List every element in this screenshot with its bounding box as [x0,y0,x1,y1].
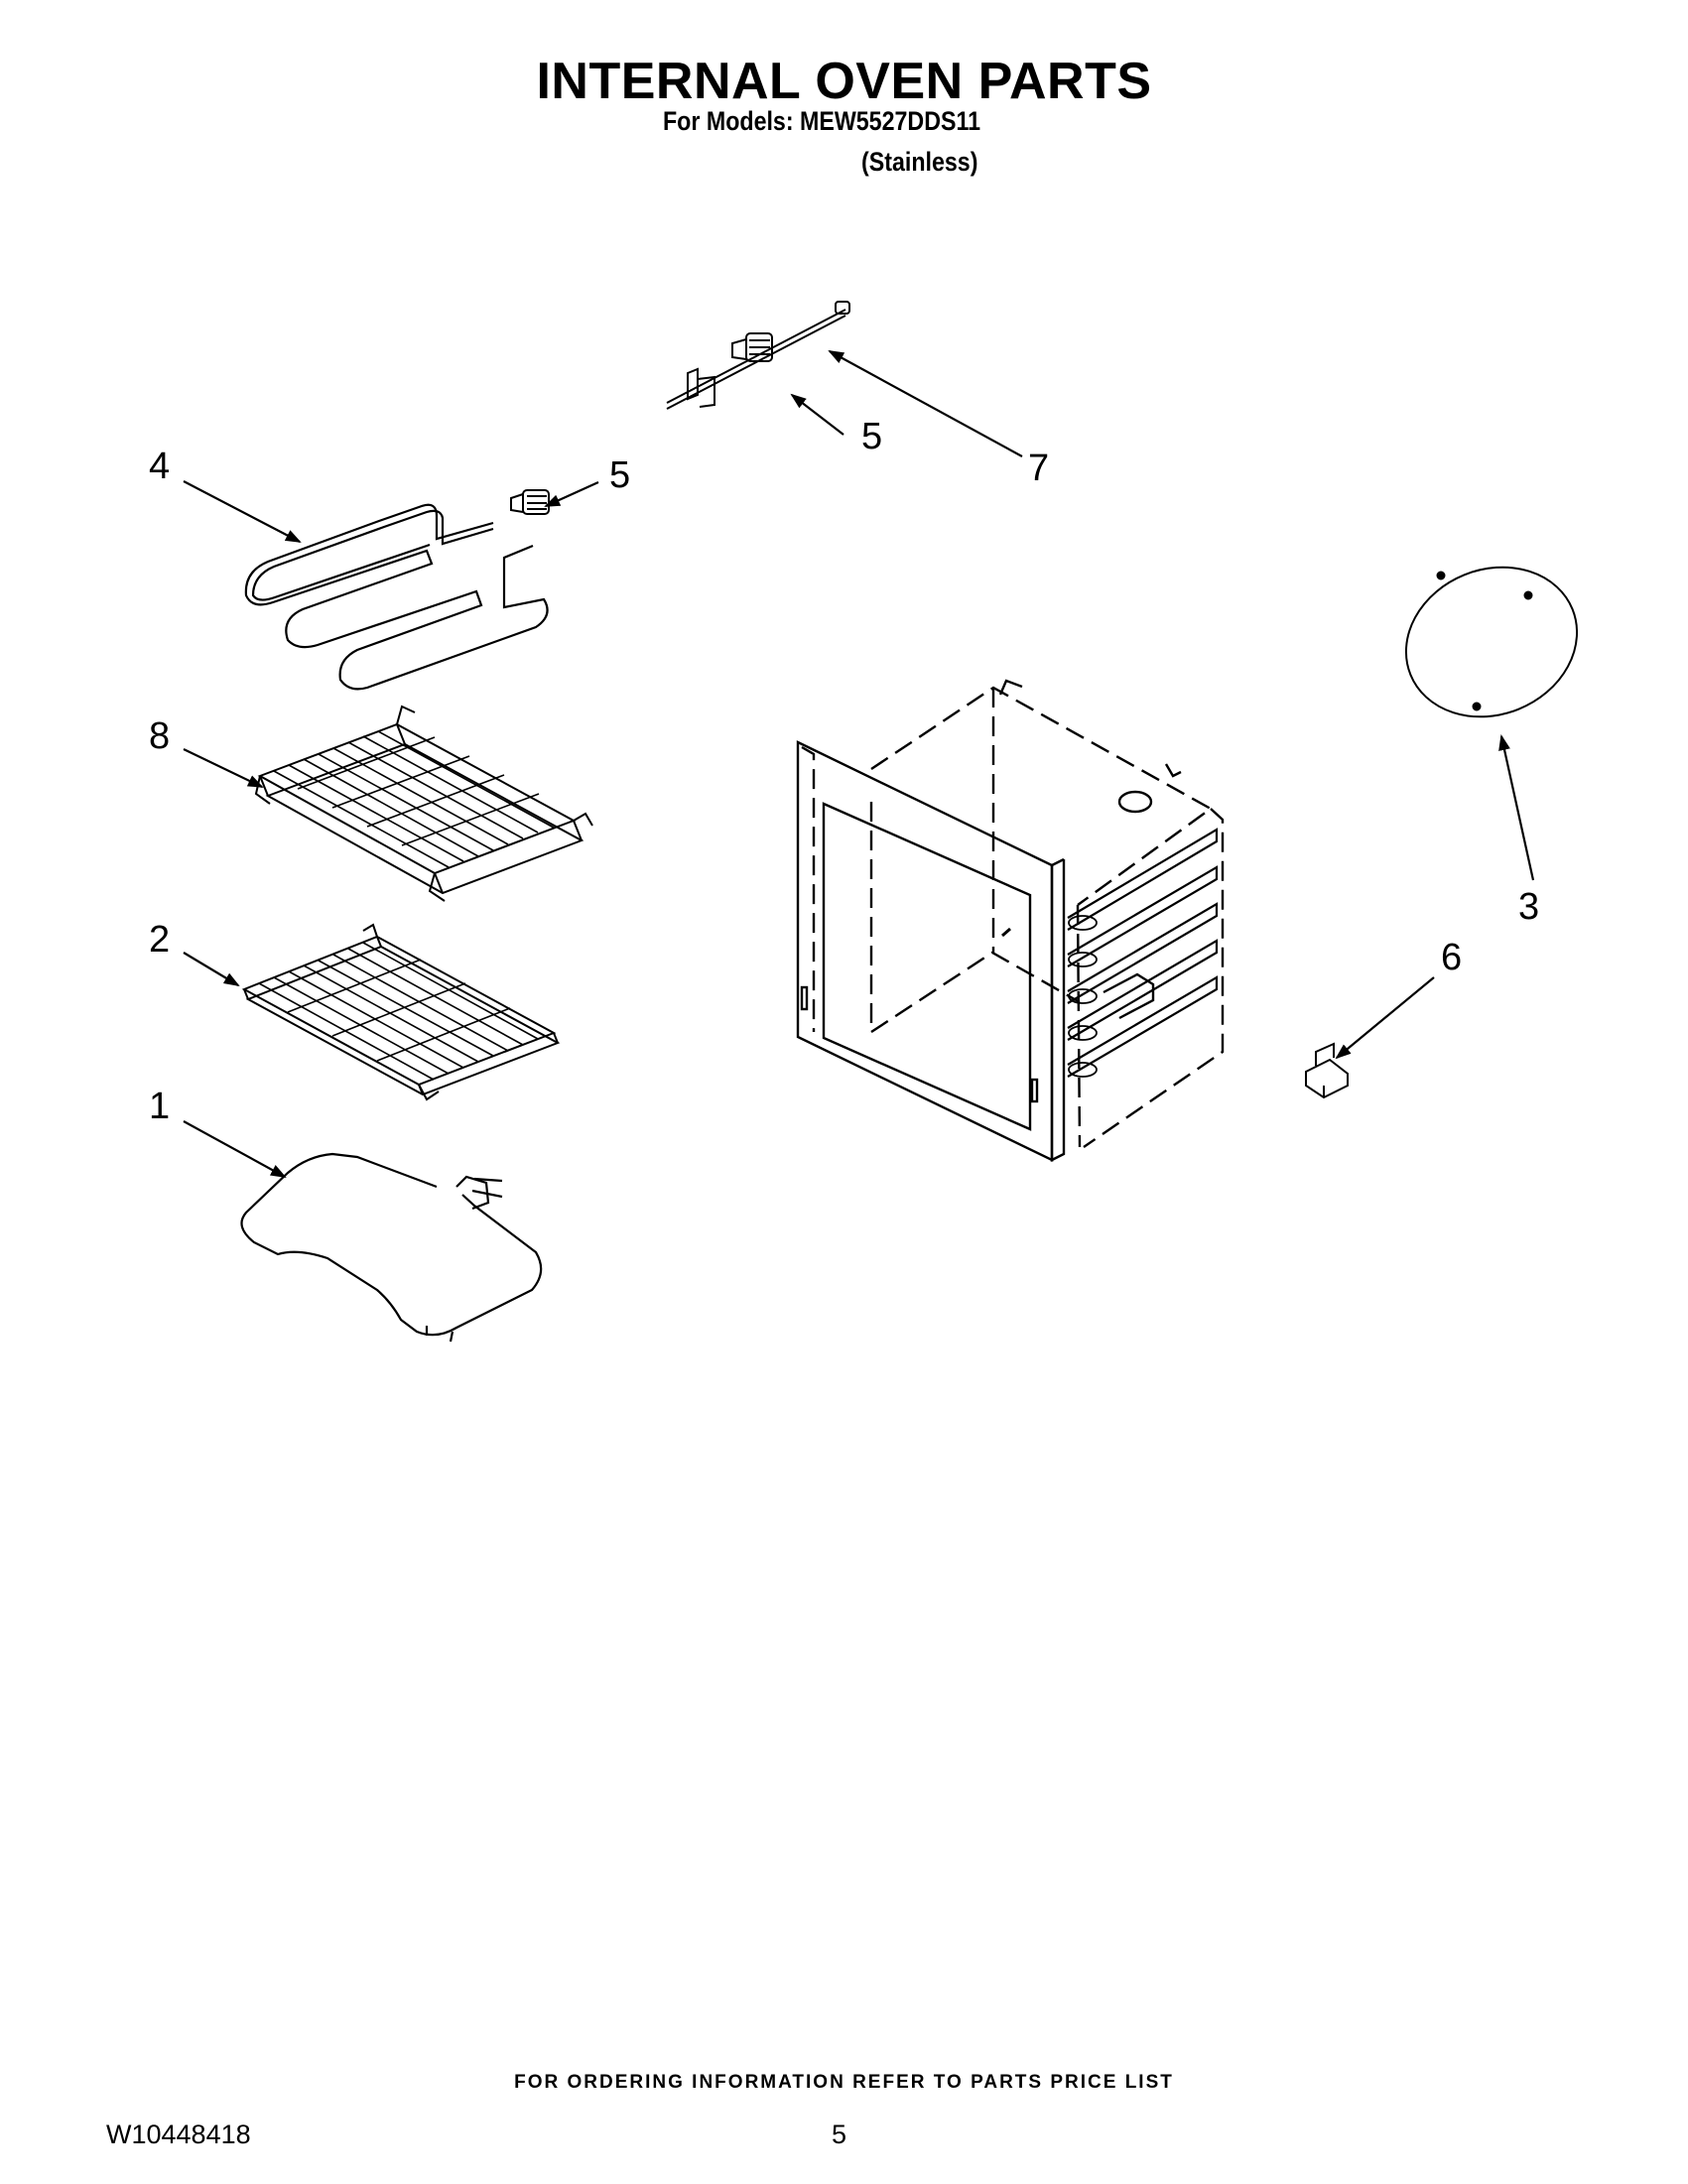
page-number: 5 [832,2120,847,2149]
page-title: INTERNAL OVEN PARTS [536,53,1152,110]
bake-element-part [240,1152,543,1343]
callout-1: 1 [149,1086,170,1127]
leader-arrows [183,350,1535,1178]
callout-8: 8 [149,715,170,757]
callout-5-left: 5 [609,454,630,496]
callout-7: 7 [1028,448,1049,489]
callout-4: 4 [149,446,170,487]
element-nut-part [510,489,550,515]
model-number-line: For Models: MEW5527DDS11 [663,106,981,136]
ordering-note: FOR ORDERING INFORMATION REFER TO PARTS … [514,2072,1174,2093]
callout-3: 3 [1518,886,1539,928]
callout-6: 6 [1441,937,1462,978]
model-variant: (Stainless) [861,147,978,177]
temperature-sensor-part [666,301,850,410]
sensor-nut-part [731,332,773,362]
bracket-part [1305,1042,1349,1099]
gliding-oven-rack-part [254,705,593,902]
broil-element-part [244,503,549,691]
flat-oven-rack-part [241,923,561,1101]
light-lens-part [1404,566,1579,718]
oven-cavity-assembly [796,679,1225,1162]
callout-2: 2 [149,919,170,961]
document-number: W10448418 [106,2120,251,2149]
callout-5-upper: 5 [861,416,882,457]
